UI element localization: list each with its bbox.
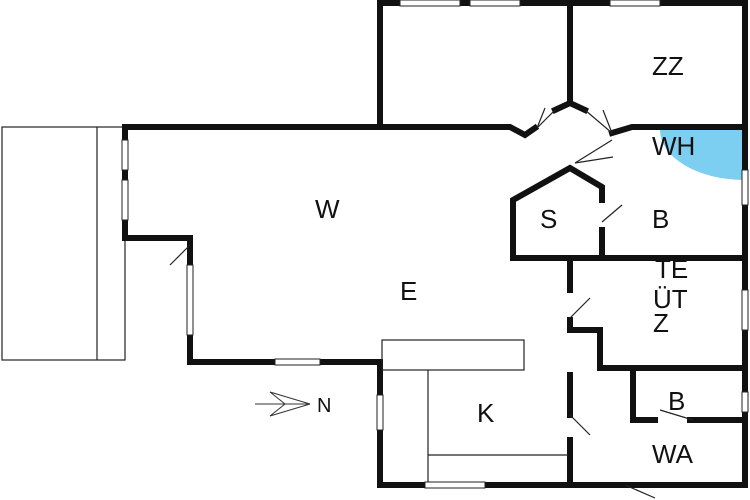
room-label-z: Z — [653, 308, 669, 338]
compass-arrow-icon: N — [255, 391, 331, 417]
room-label-k: K — [477, 398, 495, 428]
room-label-zz: ZZ — [652, 51, 684, 81]
room-label-s: S — [540, 204, 557, 234]
windows[interactable] — [121, 0, 749, 489]
room-label-b: B — [652, 204, 669, 234]
doors[interactable] — [169, 107, 694, 499]
interior-walls — [510, 164, 748, 488]
room-label-b2: B — [668, 386, 685, 416]
room-label-wa: WA — [652, 439, 694, 469]
kitchen-counter — [381, 339, 568, 482]
terrace — [1, 126, 126, 361]
compass-label: N — [317, 395, 331, 417]
room-label-e: E — [400, 276, 417, 306]
whirlpool — [660, 130, 745, 180]
room-label-wh: WH — [652, 131, 695, 161]
room-label-w: W — [315, 194, 340, 224]
room-label-te: TE — [655, 254, 688, 284]
room-label-ut: ÜT — [653, 284, 688, 314]
